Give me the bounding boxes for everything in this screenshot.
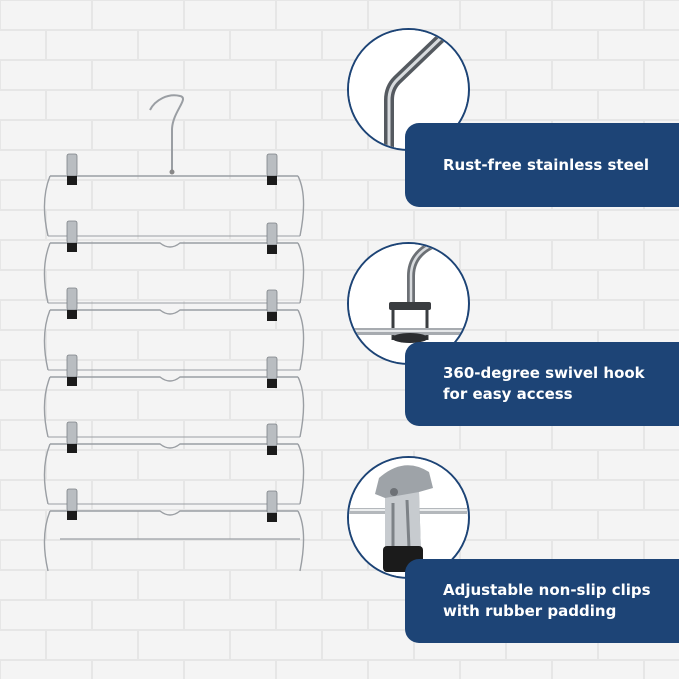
feature-text-steel: Rust-free stainless steel bbox=[443, 155, 649, 176]
feature-text-clips: Adjustable non-slip clips with rubber pa… bbox=[443, 580, 651, 622]
hanger-tier-bar bbox=[43, 510, 305, 572]
hanger-clip-icon bbox=[66, 153, 78, 185]
hanger-clip-icon bbox=[66, 421, 78, 453]
hanger-clip-icon bbox=[266, 490, 278, 522]
metal-clip-icon bbox=[349, 458, 467, 576]
hanger-clip-icon bbox=[66, 287, 78, 319]
hanger-clip-icon bbox=[66, 220, 78, 252]
feature-line: for easy access bbox=[443, 385, 573, 403]
hanger-tiers bbox=[43, 153, 305, 572]
clip-badge bbox=[347, 456, 470, 579]
hanger-clip-icon bbox=[266, 222, 278, 254]
hanger-hook-icon bbox=[149, 94, 184, 170]
feature-banner-steel: Rust-free stainless steel bbox=[405, 123, 679, 207]
feature-line: Rust-free stainless steel bbox=[443, 155, 650, 174]
feature-banner-clips: Adjustable non-slip clips with rubber pa… bbox=[405, 559, 679, 643]
hanger-clip-icon bbox=[266, 423, 278, 455]
hanger-tier-bar bbox=[43, 309, 305, 371]
hanger-tier-bar bbox=[43, 443, 305, 505]
swivel-hook-badge bbox=[347, 242, 470, 365]
hanger-clip-icon bbox=[266, 356, 278, 388]
feature-line: with rubber padding bbox=[443, 602, 617, 620]
hanger-clip-icon bbox=[266, 153, 278, 185]
feature-line: 360-degree swivel hook bbox=[443, 364, 645, 382]
hanger-tier-bar bbox=[43, 175, 305, 237]
hanger-tier-bar bbox=[43, 242, 305, 304]
feature-line: Adjustable non-slip clips bbox=[443, 581, 651, 599]
hanger-tier-bar bbox=[43, 376, 305, 438]
feature-banner-swivel: 360-degree swivel hook for easy access bbox=[405, 342, 679, 426]
hanger-clip-icon bbox=[266, 289, 278, 321]
feature-text-swivel: 360-degree swivel hook for easy access bbox=[443, 363, 645, 405]
hanger-clip-icon bbox=[66, 488, 78, 520]
hanger-clip-icon bbox=[66, 354, 78, 386]
